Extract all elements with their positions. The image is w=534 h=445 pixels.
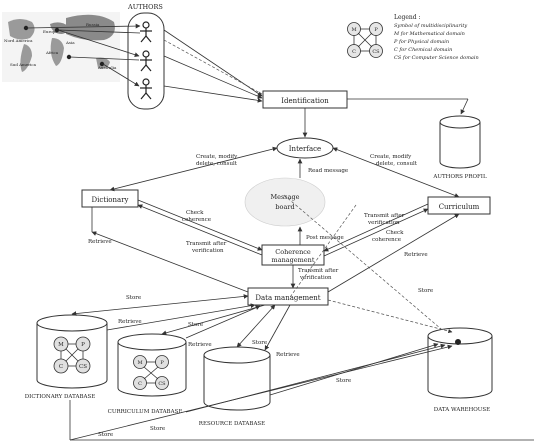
diagram-label: Dictionary [91, 196, 128, 204]
diagram-label: Retrieve [88, 239, 112, 245]
curriculum-database: M P C CS [117, 333, 187, 397]
diagram-label: DATA WAREHOUSE [434, 407, 490, 413]
diagram-label: Coherence [275, 248, 311, 256]
identification-label: Identification [281, 97, 329, 105]
legend: M P C CS Legend : Symbol of multidiscipl… [347, 14, 479, 61]
map-label: Europe [43, 29, 58, 34]
diagram-label: Store [98, 432, 113, 438]
diagram-label: verification [191, 248, 224, 254]
map-label: Africa [45, 50, 59, 55]
diagram-label: Post message [306, 235, 344, 241]
diagram-label: Check [386, 230, 404, 236]
diagram-label: M [351, 27, 356, 33]
authors-profil-database [439, 115, 481, 169]
map-label: Russia [86, 22, 100, 27]
diagram-label: Check [186, 210, 204, 216]
dictionary-database: M P C CS [36, 314, 108, 389]
diagram-label: coherence [372, 237, 401, 243]
diagram-label: Curriculum [439, 203, 480, 211]
diagram-label: C [59, 364, 63, 370]
diagram-label: M for Mathematical domain [393, 31, 465, 37]
diagram-label: CURRICULUM DATABASE [108, 409, 183, 415]
diagram-label: CS [79, 364, 87, 370]
diagram-label: Retrieve [276, 352, 300, 358]
diagram-label: Store [188, 322, 203, 328]
message-board [244, 177, 326, 227]
diagram-label: Transmit after [364, 213, 405, 219]
diagram-label: CS for Computer Science domain [394, 55, 479, 61]
diagram-label: C [138, 381, 142, 387]
diagram-label: Symbol of multidisciplinarity [394, 23, 467, 29]
diagram-label: Message [270, 193, 299, 201]
diagram-label: P [81, 342, 85, 348]
diagram-label: coherence [182, 217, 211, 223]
world-map: Nord America Europe Russia Asia Sud Amer… [2, 12, 120, 82]
diagram-label: Retrieve [188, 342, 212, 348]
diagram-label: Create, modify [370, 154, 412, 160]
diagram-label: Store [252, 340, 267, 346]
diagram-label: C [352, 49, 356, 55]
diagram-label: Read message [308, 168, 348, 174]
diagram-label: CS [372, 49, 380, 55]
diagram-label: P for Physical domain [393, 39, 449, 45]
map-label: Nord America [4, 38, 33, 43]
diagram-label: C for Chemical domain [394, 47, 452, 53]
diagram-label: management [272, 256, 315, 264]
diagram-label: Store [150, 426, 165, 432]
diagram-label: Retrieve [118, 319, 142, 325]
diagram-label: M [137, 360, 142, 366]
diagram-label: Transmit after [298, 268, 339, 274]
legend-title: Legend : [394, 14, 421, 21]
diagram-label: P [374, 27, 378, 33]
diagram-label: delete, consult [196, 161, 238, 167]
diagram-label: Interface [289, 145, 321, 153]
diagram-label: P [160, 360, 164, 366]
map-label: Asia [65, 40, 75, 45]
diagram-label: verification [367, 220, 400, 226]
map-label: Sud America [10, 62, 37, 67]
diagram-label: Retrieve [404, 252, 428, 258]
diagram-label: AUTHORS PROFIL [432, 174, 487, 180]
diagram-label: board [275, 203, 294, 211]
diagram-label: Transmit after [186, 241, 227, 247]
diagram-label: Create, modify [196, 154, 238, 160]
diagram-label: Store [126, 295, 141, 301]
diagram-label: M [58, 342, 64, 348]
authors-label: AUTHORS [127, 3, 163, 11]
diagram-label: RESOURCE DATABASE [199, 421, 265, 427]
diagram-label: Store [418, 288, 433, 294]
diagram-label: Data management [255, 294, 320, 302]
author-icon [140, 21, 152, 100]
diagram-label: CS [158, 381, 166, 387]
map-label: Australia [97, 65, 117, 70]
diagram-label: Store [336, 378, 351, 384]
resource-database [203, 346, 271, 411]
diagram-label: delete, consult [376, 161, 418, 167]
diagram-label: verification [299, 275, 332, 281]
diagram-label: DICTIONARY DATABASE [25, 394, 96, 400]
data-warehouse-database [427, 327, 493, 399]
